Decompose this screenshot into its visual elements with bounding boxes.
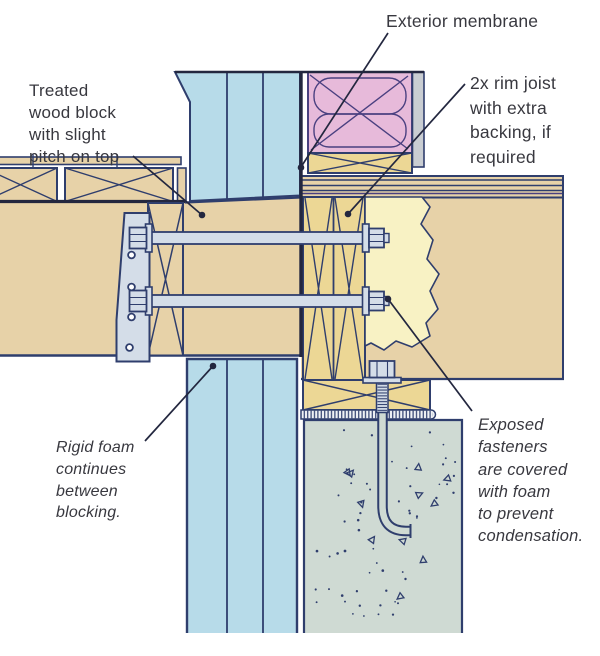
label-rim-joist: 2x rim joist with extra backing, if requ…	[470, 73, 557, 167]
bracket-hole	[127, 250, 136, 260]
label-rigid-foam: Rigid foam continues between blocking.	[56, 439, 135, 522]
label-exposed-fasteners: Exposed fasteners are covered with foam …	[478, 416, 584, 546]
nut-washer	[361, 223, 370, 253]
hex-nut	[368, 360, 396, 379]
bolt-nut	[368, 227, 385, 249]
leader-rigid-foam	[144, 365, 214, 442]
bracket-hole	[125, 343, 134, 352]
label-treated-wood-block: Treated wood block with slight pitch on …	[29, 81, 120, 166]
deck-blocking-row	[0, 154, 187, 203]
rim-joist-assembly	[302, 196, 366, 381]
label-exterior-membrane: Exterior membrane	[386, 11, 539, 31]
bolt-head	[128, 226, 148, 250]
concrete-aggregate	[314, 429, 457, 617]
wall-foam-upper	[173, 71, 301, 203]
ledger-bracket	[115, 212, 151, 363]
bolt-tip	[383, 232, 390, 244]
drywall-strip	[411, 71, 425, 168]
wall-insulation-batt	[307, 71, 413, 154]
anchor-bolt	[362, 360, 412, 538]
leader-treated-block	[132, 155, 203, 216]
wall-bottom-plate	[307, 152, 413, 174]
leader-rim-joist	[347, 83, 466, 215]
through-bolt	[128, 223, 390, 253]
sill-seal	[300, 409, 437, 420]
ledger-bolts	[128, 223, 390, 316]
leader-exposed-fasteners	[387, 298, 473, 412]
bracket-hole	[127, 312, 136, 322]
bracket-hole	[127, 282, 136, 292]
wall-foam-lower	[185, 357, 299, 633]
sill-plate	[302, 379, 431, 411]
leader-exterior-membrane	[300, 32, 389, 168]
leader-lines	[132, 32, 473, 442]
bolt-shaft	[149, 231, 366, 245]
